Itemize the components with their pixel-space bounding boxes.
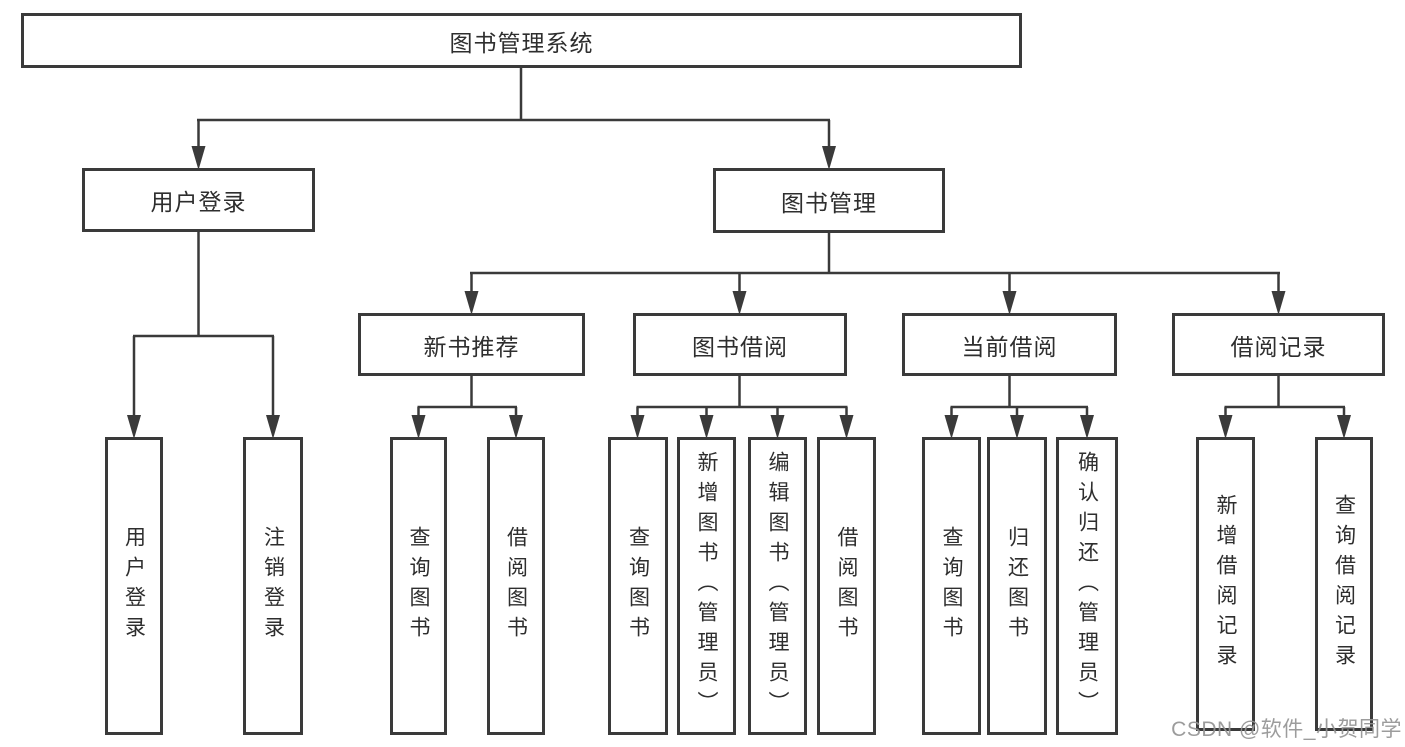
node-borrowing-records-label: 借阅记录 — [1230, 333, 1327, 360]
leaf-query-borrow-record-label: 查询借阅记录 — [1332, 494, 1356, 674]
leaf-query-borrow-record: 查询借阅记录 — [1315, 437, 1373, 731]
leaf-edit-book-admin: 编辑图书（管理员） — [748, 437, 807, 735]
leaf-query-books-recommend: 查询图书 — [390, 437, 447, 735]
leaf-add-borrow-record: 新增借阅记录 — [1196, 437, 1255, 731]
watermark-text: CSDN @软件_小贺同学 — [1171, 718, 1402, 741]
leaf-return-books-label: 归还图书 — [1005, 526, 1029, 646]
node-book-management-label: 图书管理 — [781, 189, 877, 216]
node-new-book-recommendation-label: 新书推荐 — [423, 333, 520, 360]
leaf-query-books-recommend-label: 查询图书 — [407, 526, 430, 646]
leaf-borrow-books-recommend: 借阅图书 — [487, 437, 545, 735]
node-borrowing-records: 借阅记录 — [1172, 313, 1385, 376]
node-root: 图书管理系统 — [21, 13, 1022, 68]
leaf-return-books: 归还图书 — [987, 437, 1047, 735]
leaf-user-login: 用户登录 — [105, 437, 163, 735]
node-root-label: 图书管理系统 — [449, 29, 594, 56]
node-user-login-label: 用户登录 — [150, 189, 247, 215]
node-current-borrowing: 当前借阅 — [902, 313, 1117, 376]
leaf-add-borrow-record-label: 新增借阅记录 — [1214, 494, 1237, 674]
leaf-query-books-borrowing-label: 查询图书 — [626, 526, 650, 646]
leaf-logout-label: 注销登录 — [261, 526, 285, 646]
leaf-query-books-borrowing: 查询图书 — [608, 437, 668, 735]
leaf-borrow-books-borrowing: 借阅图书 — [817, 437, 876, 735]
leaf-logout: 注销登录 — [243, 437, 303, 735]
leaf-borrow-books-borrowing-label: 借阅图书 — [835, 526, 858, 646]
node-user-login: 用户登录 — [82, 168, 315, 232]
leaf-add-book-admin-label: 新增图书（管理员） — [695, 451, 718, 721]
node-new-book-recommendation: 新书推荐 — [358, 313, 585, 376]
leaf-confirm-return-admin-label: 确认归还（管理员） — [1075, 451, 1099, 721]
node-book-management: 图书管理 — [713, 168, 945, 233]
leaf-user-login-label: 用户登录 — [122, 526, 146, 646]
leaf-query-books-current-label: 查询图书 — [940, 526, 963, 646]
node-current-borrowing-label: 当前借阅 — [961, 333, 1058, 360]
leaf-add-book-admin: 新增图书（管理员） — [677, 437, 736, 735]
node-book-borrowing-label: 图书借阅 — [692, 333, 788, 360]
leaf-borrow-books-recommend-label: 借阅图书 — [504, 526, 528, 646]
leaf-confirm-return-admin: 确认归还（管理员） — [1056, 437, 1118, 735]
leaf-edit-book-admin-label: 编辑图书（管理员） — [766, 451, 789, 721]
leaf-query-books-current: 查询图书 — [922, 437, 981, 735]
node-book-borrowing: 图书借阅 — [633, 313, 847, 376]
